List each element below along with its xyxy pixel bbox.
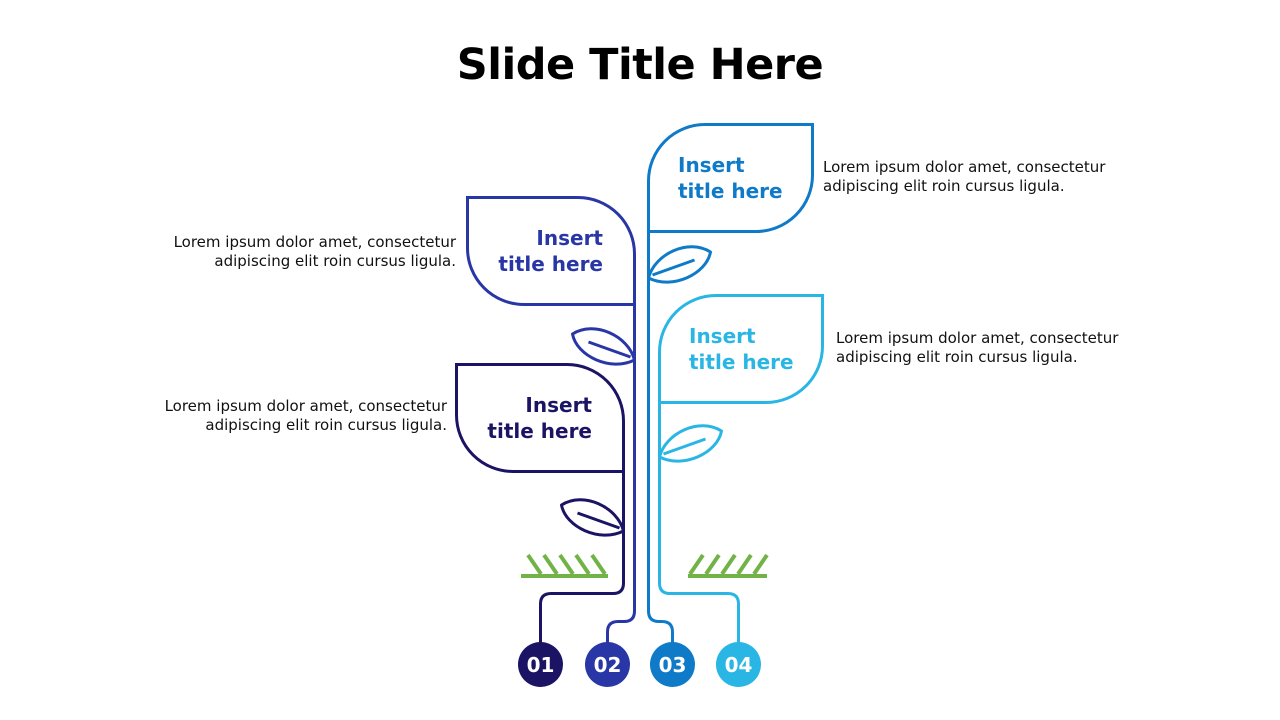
leaf-icon-02 (571, 327, 636, 366)
step-03-title: Insert title here (678, 153, 783, 203)
leaf-icon-03 (647, 245, 712, 284)
step-04-title: Insert title here (689, 324, 794, 374)
step-02-card: Insert title here (466, 196, 636, 306)
step-01-title: Insert title here (487, 393, 592, 443)
step-01-card: Insert title here (455, 363, 625, 473)
step-03-card: Insert title here (647, 123, 814, 233)
step-02-description: Lorem ipsum dolor amet, consectetur adip… (173, 233, 456, 270)
step-03-description: Lorem ipsum dolor amet, consectetur adip… (823, 158, 1106, 195)
stem-01 (539, 471, 625, 644)
step-04-description: Lorem ipsum dolor amet, consectetur adip… (836, 329, 1119, 366)
grass-right-icon (688, 553, 769, 578)
step-03-badge: 03 (650, 642, 695, 687)
step-04-card: Insert title here (658, 294, 824, 404)
step-02-number: 02 (593, 652, 622, 677)
step-04-number: 04 (724, 652, 753, 677)
step-02-title: Insert title here (498, 226, 603, 276)
step-01-badge: 01 (518, 642, 563, 687)
leaf-icon-01 (560, 498, 625, 537)
step-02-badge: 02 (585, 642, 630, 687)
stem-04 (658, 402, 740, 644)
stem-02 (606, 304, 636, 644)
step-03-number: 03 (658, 652, 687, 677)
step-04-badge: 04 (716, 642, 761, 687)
step-01-description: Lorem ipsum dolor amet, consectetur adip… (164, 397, 447, 434)
grass-left-icon (521, 553, 608, 578)
slide-title: Slide Title Here (456, 40, 824, 90)
leaf-icon-04 (658, 424, 723, 463)
stem-03 (647, 231, 674, 644)
step-01-number: 01 (526, 652, 555, 677)
